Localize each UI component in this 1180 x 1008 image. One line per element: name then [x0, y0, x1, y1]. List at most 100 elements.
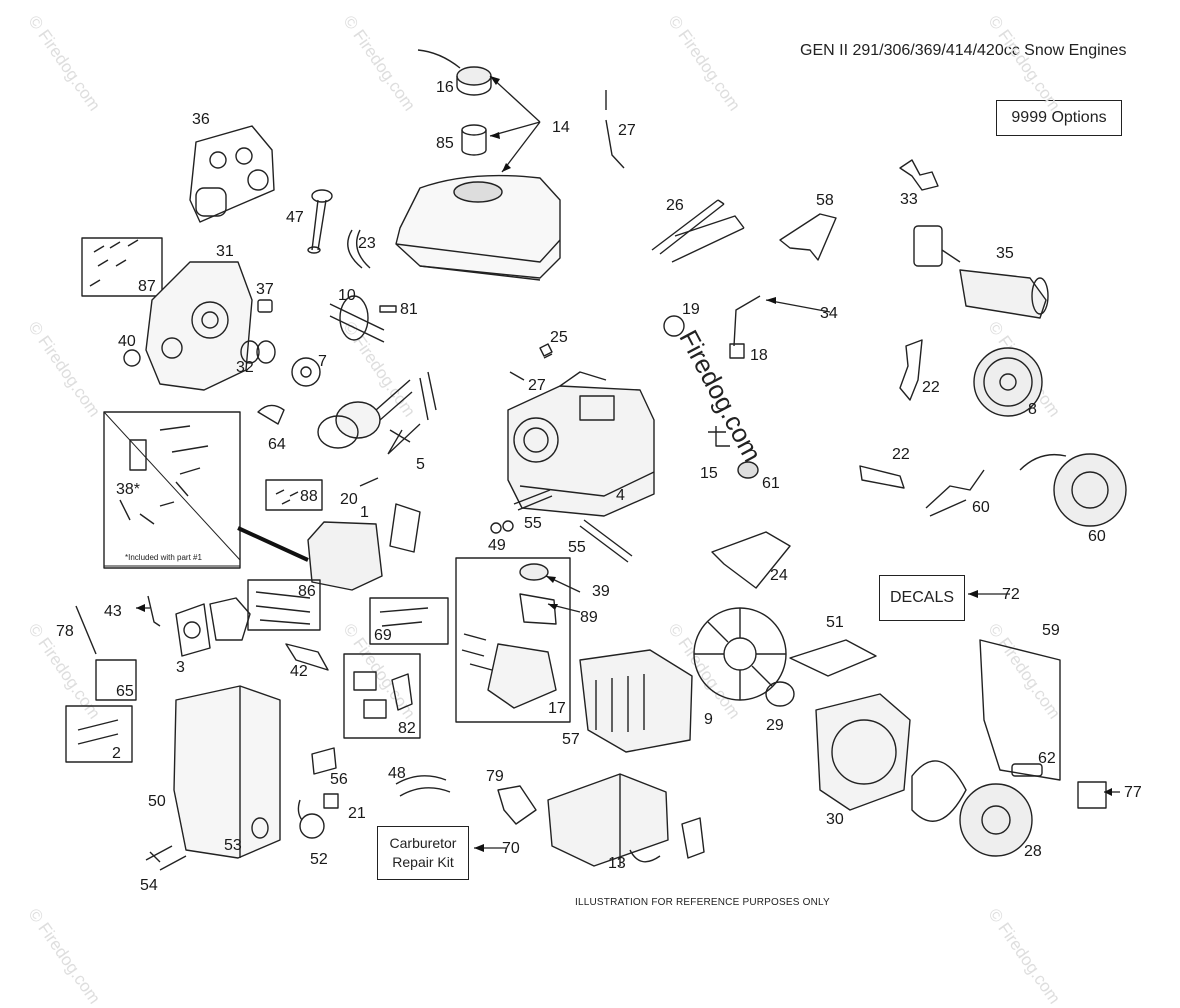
part-push-rod[interactable]: [513, 489, 633, 563]
part-callout-82[interactable]: 82: [398, 720, 416, 737]
part-alternator-stator[interactable]: [1019, 453, 1127, 527]
part-callout-38*[interactable]: 38*: [116, 481, 140, 498]
part-sensor[interactable]: [663, 295, 761, 359]
part-callout-2[interactable]: 2: [112, 745, 121, 762]
part-callout-1[interactable]: 1: [360, 504, 369, 521]
part-wire-48[interactable]: [395, 775, 451, 797]
part-callout-60[interactable]: 60: [972, 499, 990, 516]
part-callout-55[interactable]: 55: [568, 539, 586, 556]
part-gasket-kit[interactable]: [343, 653, 421, 739]
part-fuel-tank[interactable]: [395, 174, 561, 281]
part-key-53[interactable]: [251, 817, 269, 839]
part-heat-shield[interactable]: [979, 639, 1061, 781]
part-callout-60[interactable]: 60: [1088, 528, 1106, 545]
part-stud-kit[interactable]: [247, 579, 321, 631]
part-button-52[interactable]: [297, 799, 325, 839]
part-bracket[interactable]: [779, 213, 837, 261]
part-clips-54[interactable]: [145, 845, 187, 871]
part-clamp-56[interactable]: [311, 747, 337, 775]
part-callout-16[interactable]: 16: [436, 79, 454, 96]
part-plug-37[interactable]: [257, 299, 273, 313]
decals-box[interactable]: DECALS: [879, 575, 965, 621]
part-blower-housing[interactable]: [173, 685, 281, 859]
part-spark-plug[interactable]: [359, 477, 379, 487]
part-callout-48[interactable]: 48: [388, 765, 406, 782]
part-kit-2[interactable]: [65, 705, 133, 763]
part-air-guide[interactable]: [711, 531, 791, 589]
part-callout-43[interactable]: 43: [104, 603, 122, 620]
part-callout-10[interactable]: 10: [338, 287, 356, 304]
part-callout-89[interactable]: 89: [580, 609, 598, 626]
part-callout-23[interactable]: 23: [358, 235, 376, 252]
part-callout-53[interactable]: 53: [224, 837, 242, 854]
part-callout-26[interactable]: 26: [666, 197, 684, 214]
part-switch-21[interactable]: [323, 793, 339, 809]
part-fuel-valve[interactable]: [708, 426, 730, 447]
part-callout-19[interactable]: 19: [682, 301, 700, 318]
part-callout-54[interactable]: 54: [140, 877, 158, 894]
part-callout-87[interactable]: 87: [138, 278, 156, 295]
part-callout-62[interactable]: 62: [1038, 750, 1056, 767]
part-governor-arm[interactable]: [285, 643, 329, 671]
part-callout-7[interactable]: 7: [318, 353, 327, 370]
part-callout-64[interactable]: 64: [268, 436, 286, 453]
part-callout-29[interactable]: 29: [766, 717, 784, 734]
part-callout-17[interactable]: 17: [548, 700, 566, 717]
carburetor-repair-kit-box[interactable]: Carburetor Repair Kit: [377, 826, 469, 880]
part-key[interactable]: [379, 305, 397, 313]
part-hose[interactable]: [347, 229, 371, 269]
part-muffler[interactable]: [547, 773, 705, 867]
part-kit-77[interactable]: [1077, 781, 1107, 809]
part-callout-81[interactable]: 81: [400, 301, 418, 318]
part-callout-31[interactable]: 31: [216, 243, 234, 260]
part-recoil-housing[interactable]: [815, 693, 967, 822]
part-callout-59[interactable]: 59: [1042, 622, 1060, 639]
part-callout-72[interactable]: 72: [1002, 586, 1020, 603]
part-knob[interactable]: [737, 461, 759, 479]
part-engine-block[interactable]: [507, 371, 655, 517]
part-governor-gear[interactable]: [257, 404, 285, 425]
part-kit-69[interactable]: [369, 597, 449, 645]
part-callout-85[interactable]: 85: [436, 135, 454, 152]
part-choke-cable[interactable]: [651, 199, 745, 263]
part-electric-starter[interactable]: [913, 225, 1049, 319]
part-callout-88[interactable]: 88: [300, 488, 318, 505]
part-callout-14[interactable]: 14: [552, 119, 570, 136]
part-callout-79[interactable]: 79: [486, 768, 504, 785]
part-cylinder-head[interactable]: [237, 503, 421, 591]
part-oil-seal[interactable]: [240, 340, 276, 364]
part-spring[interactable]: [75, 605, 97, 655]
part-nut-25[interactable]: [539, 343, 553, 359]
part-callout-27[interactable]: 27: [528, 377, 546, 394]
part-callout-4[interactable]: 4: [616, 487, 625, 504]
part-fuel-strainer[interactable]: [461, 124, 487, 156]
options-box[interactable]: 9999 Options: [996, 100, 1122, 136]
part-piston-connecting-rod[interactable]: [317, 371, 437, 449]
part-callout-49[interactable]: 49: [488, 537, 506, 554]
part-breather-tube[interactable]: [147, 595, 161, 627]
part-callout-56[interactable]: 56: [330, 771, 348, 788]
part-washer-49[interactable]: [490, 520, 514, 534]
part-carburetor-assembly[interactable]: [455, 557, 571, 723]
part-callout-22[interactable]: 22: [892, 446, 910, 463]
part-callout-27[interactable]: 27: [618, 122, 636, 139]
part-callout-22[interactable]: 22: [922, 379, 940, 396]
part-callout-70[interactable]: 70: [502, 840, 520, 857]
part-callout-65[interactable]: 65: [116, 683, 134, 700]
part-callout-5[interactable]: 5: [416, 456, 425, 473]
part-plug-40[interactable]: [123, 349, 141, 367]
part-valve-kit[interactable]: [103, 411, 241, 569]
part-callout-39[interactable]: 39: [592, 583, 610, 600]
part-callout-35[interactable]: 35: [996, 245, 1014, 262]
part-callout-8[interactable]: 8: [1028, 401, 1037, 418]
part-callout-34[interactable]: 34: [820, 305, 838, 322]
part-callout-86[interactable]: 86: [298, 583, 316, 600]
part-muffler-guard[interactable]: [579, 649, 693, 753]
part-callout-58[interactable]: 58: [816, 192, 834, 209]
part-callout-30[interactable]: 30: [826, 811, 844, 828]
part-recoil-starter[interactable]: [959, 763, 1043, 857]
part-callout-33[interactable]: 33: [900, 191, 918, 208]
part-callout-37[interactable]: 37: [256, 281, 274, 298]
part-callout-69[interactable]: 69: [374, 627, 392, 644]
part-callout-24[interactable]: 24: [770, 567, 788, 584]
